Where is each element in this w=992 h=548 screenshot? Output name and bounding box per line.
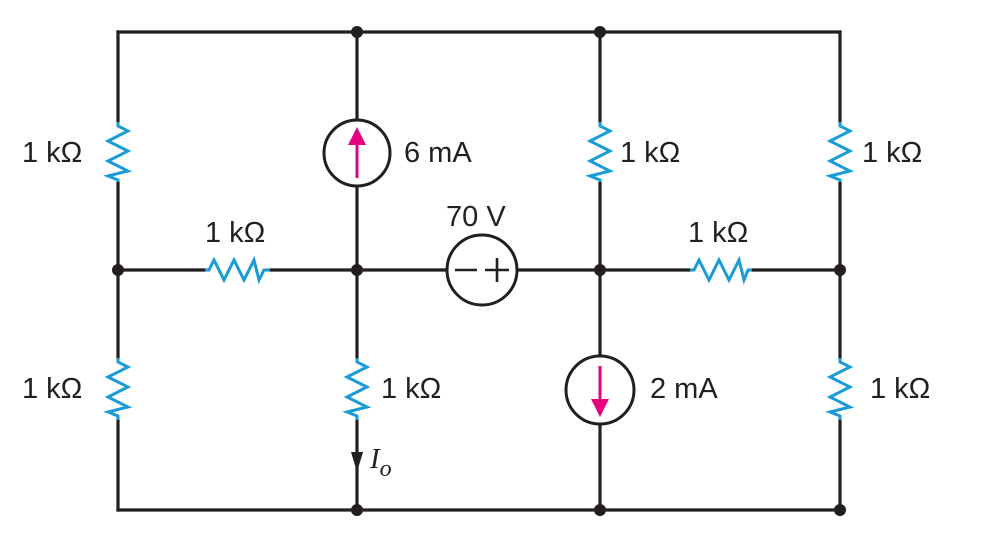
node-dot bbox=[834, 264, 846, 276]
resistor-mid-right-horizontal bbox=[690, 255, 752, 285]
resistor-left-top bbox=[103, 122, 133, 182]
node-dot bbox=[112, 264, 124, 276]
source-label-70v: 70 V bbox=[446, 201, 506, 233]
arrow-down-icon bbox=[351, 452, 363, 472]
resistor-label: 1 kΩ bbox=[22, 373, 82, 405]
resistor-label: 1 kΩ bbox=[22, 137, 82, 169]
resistor-label: 1 kΩ bbox=[862, 137, 922, 169]
resistor-right-top bbox=[825, 122, 855, 182]
labels: 1 kΩ 1 kΩ 1 kΩ 1 kΩ 1 kΩ 1 kΩ 1 kΩ 1 kΩ … bbox=[22, 137, 930, 482]
resistor-mid-left-horizontal bbox=[205, 255, 270, 285]
node-dot bbox=[834, 504, 846, 516]
resistor-label: 1 kΩ bbox=[620, 137, 680, 169]
voltage-source-70v bbox=[445, 233, 519, 307]
resistor-label: 1 kΩ bbox=[870, 373, 930, 405]
node-dot bbox=[351, 264, 363, 276]
resistor-right-center-top bbox=[585, 122, 615, 182]
resistor-center-bottom bbox=[342, 358, 372, 420]
source-label-2ma: 2 mA bbox=[650, 373, 718, 405]
resistor-label: 1 kΩ bbox=[381, 373, 441, 405]
node-dot bbox=[351, 504, 363, 516]
resistor-right-bottom bbox=[825, 358, 855, 420]
resistor-left-bottom bbox=[103, 358, 133, 420]
node-dot bbox=[594, 26, 606, 38]
resistor-label: 1 kΩ bbox=[205, 217, 265, 249]
voltage-source-circle bbox=[445, 233, 519, 307]
node-dot bbox=[594, 264, 606, 276]
nodes bbox=[112, 26, 846, 516]
resistor-label: 1 kΩ bbox=[688, 217, 748, 249]
current-source-6ma bbox=[322, 118, 392, 188]
io-current-arrow bbox=[351, 452, 363, 472]
source-label-6ma: 6 mA bbox=[404, 137, 472, 169]
resistors bbox=[103, 122, 855, 420]
current-source-2ma bbox=[564, 354, 636, 426]
current-label-io: Io bbox=[369, 443, 392, 482]
node-dot bbox=[594, 504, 606, 516]
node-dot bbox=[351, 26, 363, 38]
